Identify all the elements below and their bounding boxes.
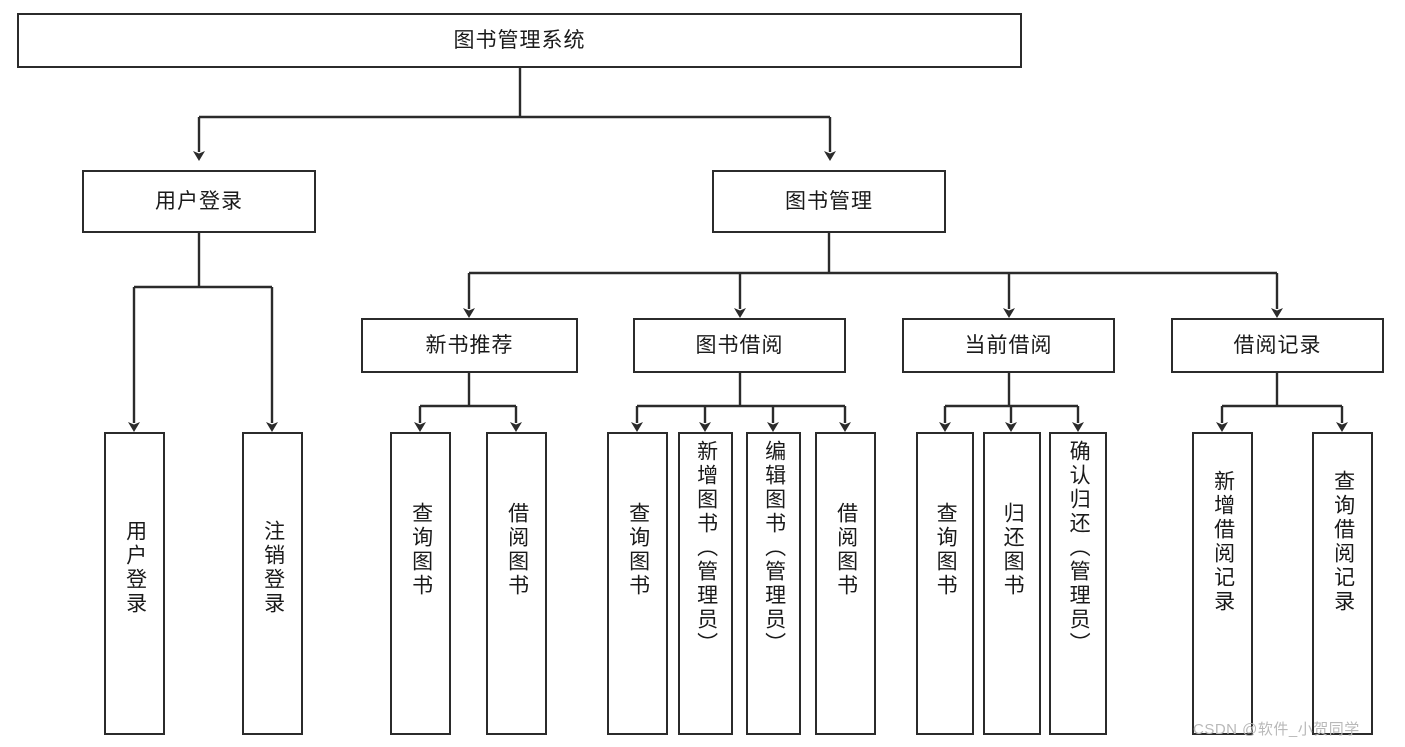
leaf-confirm-return-admin[interactable]: 确认归还（管理员） (1049, 432, 1107, 735)
leaf-query-book-current[interactable]: 查询图书 (916, 432, 974, 735)
leaf-user-logout[interactable]: 注销登录 (242, 432, 303, 735)
node-book-management[interactable]: 图书管理 (712, 170, 946, 233)
node-label: 图书借阅 (695, 333, 784, 357)
leaf-edit-book-admin[interactable]: 编辑图书（管理员） (746, 432, 801, 735)
node-label: 图书管理 (785, 189, 873, 213)
leaf-add-book-admin[interactable]: 新增图书（管理员） (678, 432, 733, 735)
leaf-query-book-borrow[interactable]: 查询图书 (607, 432, 668, 735)
node-book-borrow[interactable]: 图书借阅 (633, 318, 846, 373)
node-label: 查询图书 (626, 502, 650, 598)
leaf-query-borrow-record[interactable]: 查询借阅记录 (1312, 432, 1373, 735)
node-label: 编辑图书（管理员） (762, 440, 786, 656)
leaf-borrow-book-recommend[interactable]: 借阅图书 (486, 432, 547, 735)
node-label: 新增图书（管理员） (694, 440, 718, 656)
node-label: 注销登录 (261, 520, 285, 616)
node-label: 借阅记录 (1233, 333, 1322, 357)
node-label: 归还图书 (1001, 502, 1025, 598)
node-label: 当前借阅 (964, 333, 1053, 357)
leaf-query-book-recommend[interactable]: 查询图书 (390, 432, 451, 735)
node-label: 查询图书 (934, 502, 958, 598)
node-label: 新增借阅记录 (1211, 470, 1235, 614)
leaf-borrow-book[interactable]: 借阅图书 (815, 432, 876, 735)
node-user-login[interactable]: 用户登录 (82, 170, 316, 233)
node-label: 查询图书 (409, 502, 433, 598)
node-label: 用户登录 (155, 189, 243, 213)
leaf-return-book[interactable]: 归还图书 (983, 432, 1041, 735)
node-label: 用户登录 (123, 520, 147, 616)
leaf-user-login[interactable]: 用户登录 (104, 432, 165, 735)
node-label: 借阅图书 (834, 502, 858, 598)
node-current-borrow[interactable]: 当前借阅 (902, 318, 1115, 373)
node-root-system[interactable]: 图书管理系统 (17, 13, 1022, 68)
watermark-text: CSDN @软件_小贺同学 (1193, 721, 1360, 738)
node-borrow-record[interactable]: 借阅记录 (1171, 318, 1384, 373)
node-label: 图书管理系统 (453, 28, 586, 52)
node-new-book-recommend[interactable]: 新书推荐 (361, 318, 578, 373)
node-label: 确认归还（管理员） (1067, 440, 1091, 656)
node-label: 查询借阅记录 (1331, 470, 1355, 614)
node-label: 借阅图书 (505, 502, 529, 598)
node-label: 新书推荐 (425, 333, 514, 357)
leaf-add-borrow-record[interactable]: 新增借阅记录 (1192, 432, 1253, 735)
